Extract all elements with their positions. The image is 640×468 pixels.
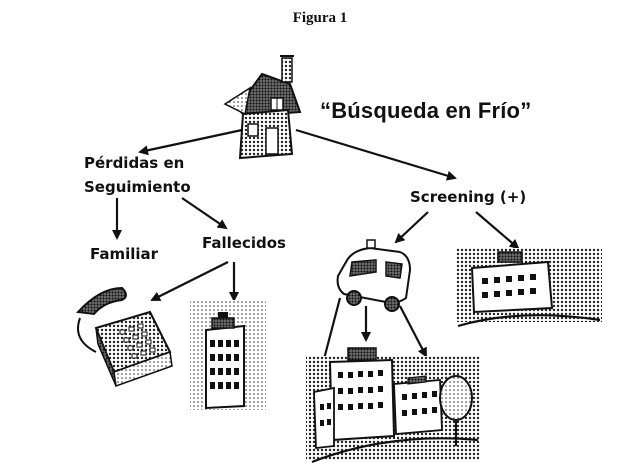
node-familiar: Familiar: [90, 245, 159, 263]
ambulance-icon: [336, 239, 412, 312]
house-icon: [223, 55, 302, 160]
office-building-icon: [190, 300, 266, 410]
node-perdidas-line2: Seguimiento: [84, 178, 191, 196]
arrows: [112, 128, 520, 384]
node-perdidas-line1: Pérdidas en: [84, 154, 185, 172]
arrow-house-to-perdidas: [138, 128, 243, 156]
arrow-house-to-screening: [295, 128, 457, 181]
arrow-screening-to-hospital: [475, 211, 520, 250]
arrow-fallecidos-to-phone: [150, 261, 229, 301]
figure-label: Figura 1: [292, 10, 348, 26]
node-fallecidos: Fallecidos: [202, 234, 286, 252]
arrow-ambulance-to-right: [399, 305, 427, 358]
diagram-title: “Búsqueda en Frío”: [320, 98, 532, 123]
hospital-building-icon: [456, 248, 602, 328]
node-screening: Screening (+): [410, 188, 527, 206]
arrow-perdidas-to-fallecidos: [181, 197, 228, 230]
hospital-complex-icon: [306, 347, 480, 464]
telephone-icon: [75, 286, 173, 388]
arrow-screening-to-ambulance: [394, 211, 429, 244]
